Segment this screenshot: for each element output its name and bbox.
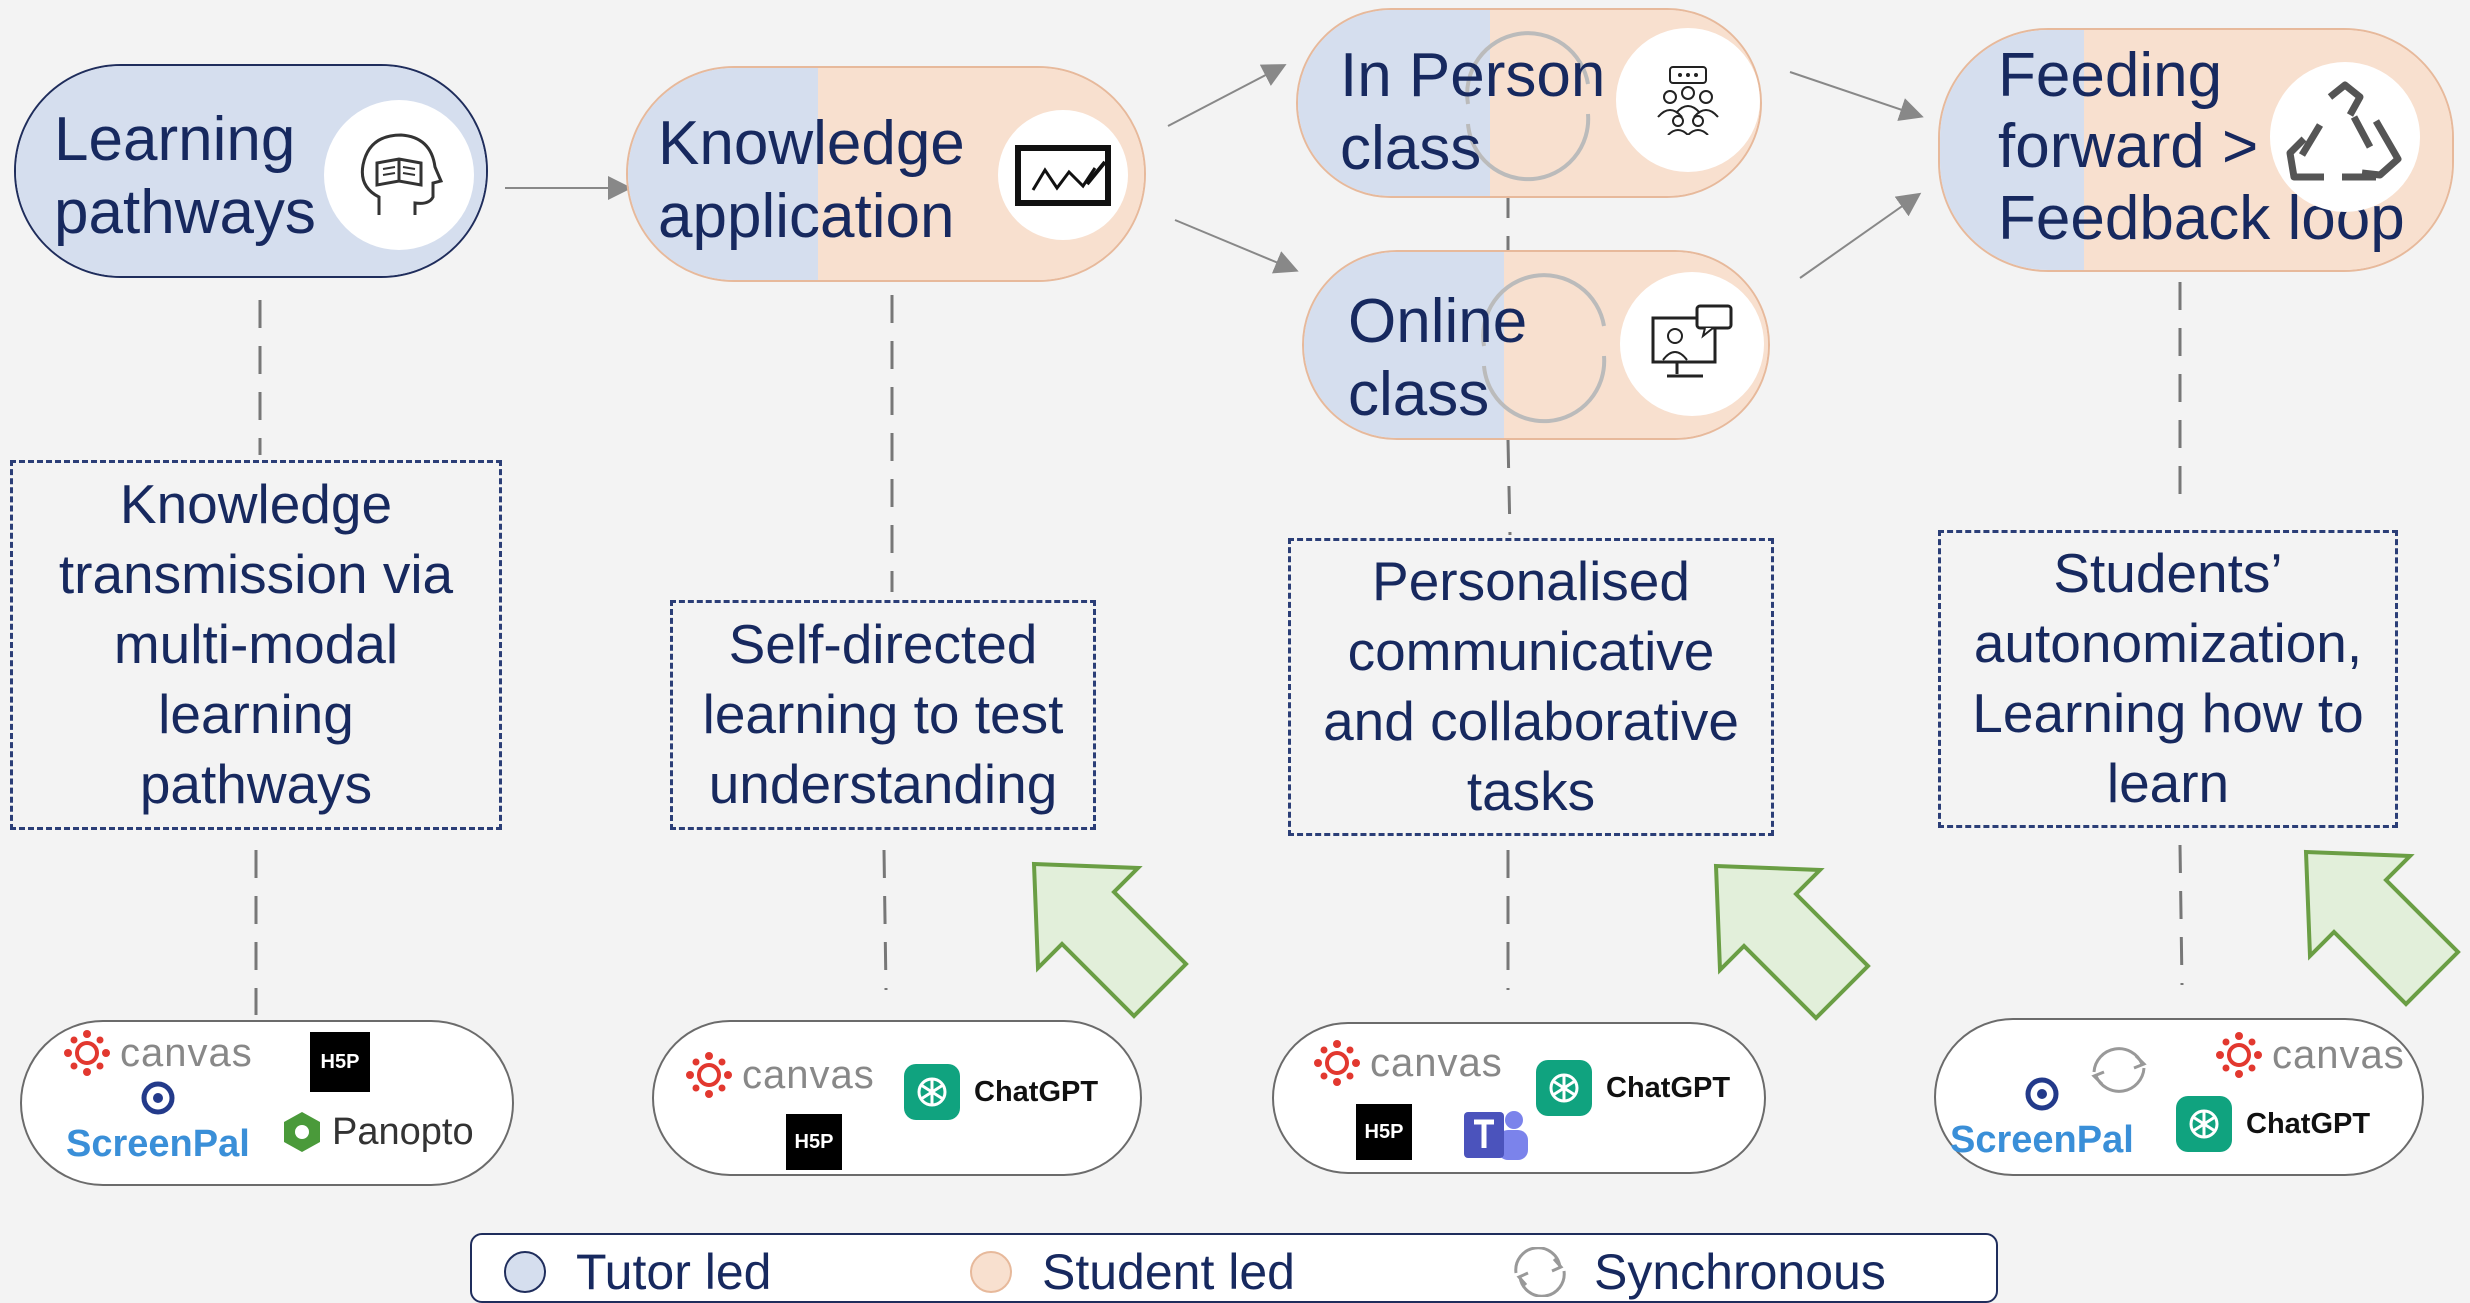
desc-line: and collaborative bbox=[1323, 690, 1739, 752]
arrow-3-5 bbox=[1789, 71, 1924, 121]
description-self-directed: Self-directed learning to test understan… bbox=[670, 600, 1096, 830]
arrow-2-4 bbox=[1174, 219, 1299, 274]
desc-line: Learning how to bbox=[1972, 682, 2364, 744]
description-students-autonomization: Students’ autonomization, Learning how t… bbox=[1938, 530, 2398, 828]
stage-knowledge-application: Knowledge application bbox=[626, 66, 1146, 282]
desc-line: learning to test bbox=[702, 683, 1064, 746]
legend-sync: Synchronous bbox=[1508, 1243, 1886, 1301]
panopto-logo: Panopto bbox=[280, 1110, 474, 1154]
chatgpt-icon bbox=[904, 1064, 960, 1120]
desc-line: Students’ bbox=[2053, 542, 2283, 605]
canvas-label: canvas bbox=[2272, 1032, 2405, 1077]
whiteboard-icon bbox=[998, 110, 1128, 240]
tools-feedback: canvas ScreenPal ChatGPT bbox=[1934, 1018, 2424, 1176]
stage-feedback-loop: Feeding forward > Feedback loop bbox=[1938, 28, 2454, 272]
stage-title-line2: application bbox=[658, 181, 955, 251]
tools-pathways: canvas H5P ScreenPal Panopto bbox=[20, 1020, 514, 1186]
canvas-icon bbox=[2216, 1032, 2262, 1078]
stage-in-person-class: In Person class bbox=[1296, 8, 1762, 198]
desc-line: Self-directed bbox=[728, 613, 1038, 676]
stage-title-line2: class bbox=[1348, 359, 1490, 429]
chatgpt-logo: ChatGPT bbox=[1536, 1060, 1730, 1116]
desc-line: pathways bbox=[139, 752, 373, 815]
screenpal-logo: ScreenPal bbox=[1950, 1070, 2134, 1162]
stage-title-line2: forward > bbox=[1998, 112, 2259, 182]
screenpal-label: ScreenPal bbox=[66, 1123, 250, 1165]
desc-line: communicative bbox=[1347, 620, 1715, 683]
sync-icon bbox=[1514, 1247, 1566, 1297]
chatgpt-icon bbox=[2176, 1096, 2232, 1152]
stage-title-line1: Learning bbox=[54, 105, 296, 174]
canvas-icon bbox=[1314, 1040, 1360, 1086]
sync-icon bbox=[1465, 31, 1591, 182]
legend-sync-label: Synchronous bbox=[1594, 1244, 1886, 1300]
student-swatch bbox=[970, 1251, 1012, 1293]
sync-icon bbox=[1481, 273, 1607, 424]
desc-line: Knowledge bbox=[119, 473, 393, 536]
screenpal-icon bbox=[2025, 1077, 2059, 1111]
chatgpt-label: ChatGPT bbox=[2246, 1107, 2371, 1140]
green-arrow-up-left bbox=[2303, 849, 2461, 1007]
panopto-label: Panopto bbox=[332, 1110, 474, 1153]
canvas-label: canvas bbox=[120, 1030, 253, 1075]
arrow-2-3 bbox=[1167, 64, 1287, 127]
canvas-label: canvas bbox=[742, 1052, 875, 1097]
tutor-swatch bbox=[504, 1251, 546, 1293]
stage-title-line1: Knowledge bbox=[658, 109, 965, 178]
stage-online-class: Online class bbox=[1302, 250, 1770, 440]
canvas-logo: canvas bbox=[686, 1052, 875, 1098]
legend: Tutor led Student led Synchronous bbox=[470, 1233, 1998, 1303]
desc-line: learn bbox=[2106, 751, 2230, 814]
screenpal-icon bbox=[141, 1081, 175, 1115]
stage-title-line2: pathways bbox=[54, 177, 316, 247]
desc-line: Personalised bbox=[1372, 550, 1690, 613]
chatgpt-logo: ChatGPT bbox=[904, 1064, 1098, 1120]
legend-student: Student led bbox=[970, 1243, 1295, 1301]
chatgpt-logo: ChatGPT bbox=[2176, 1096, 2370, 1152]
stage-title-line1: Online bbox=[1348, 287, 1528, 356]
screenpal-logo: ScreenPal bbox=[66, 1074, 250, 1166]
green-arrow-up-left bbox=[1031, 861, 1189, 1019]
arrow-4-5 bbox=[1799, 192, 1922, 279]
stage-title-line2: class bbox=[1340, 113, 1482, 183]
stage-learning-pathways: Learning pathways bbox=[14, 64, 488, 278]
group-meeting-icon bbox=[1616, 28, 1760, 172]
h5p-logo: H5P bbox=[1356, 1104, 1412, 1160]
stage-title-line1: Feeding bbox=[1998, 41, 2223, 110]
h5p-logo: H5P bbox=[786, 1114, 842, 1170]
sync-icon bbox=[2091, 1047, 2147, 1093]
recycle-icon bbox=[2270, 62, 2420, 212]
desc-line: learning bbox=[158, 682, 354, 745]
desc-line: transmission via bbox=[58, 543, 454, 606]
chatgpt-label: ChatGPT bbox=[974, 1075, 1099, 1108]
legend-tutor-label: Tutor led bbox=[576, 1244, 772, 1300]
tools-application: canvas ChatGPT H5P bbox=[652, 1020, 1142, 1176]
canvas-logo: canvas bbox=[1314, 1040, 1503, 1086]
legend-student-label: Student led bbox=[1042, 1244, 1295, 1300]
video-call-icon bbox=[1620, 272, 1764, 416]
tools-classes: canvas ChatGPT H5P bbox=[1272, 1022, 1766, 1174]
desc-line: tasks bbox=[1466, 759, 1596, 822]
stage-title-line1: In Person bbox=[1340, 41, 1606, 110]
desc-line: understanding bbox=[708, 752, 1058, 815]
teams-icon bbox=[1464, 1111, 1528, 1160]
head-book-icon bbox=[324, 100, 474, 250]
chatgpt-label: ChatGPT bbox=[1606, 1071, 1731, 1104]
h5p-logo: H5P bbox=[310, 1032, 370, 1092]
panopto-icon bbox=[284, 1112, 320, 1152]
green-arrow-up-left bbox=[1713, 863, 1871, 1021]
canvas-icon bbox=[686, 1052, 732, 1098]
description-personalised-tasks: Personalised communicative and collabora… bbox=[1288, 538, 1774, 836]
canvas-logo: canvas bbox=[2216, 1032, 2405, 1078]
canvas-logo: canvas bbox=[64, 1030, 253, 1076]
legend-tutor: Tutor led bbox=[504, 1243, 771, 1301]
canvas-icon bbox=[64, 1030, 110, 1076]
canvas-label: canvas bbox=[1370, 1040, 1503, 1085]
chatgpt-icon bbox=[1536, 1060, 1592, 1116]
description-knowledge-transmission: Knowledge transmission via multi-modal l… bbox=[10, 460, 502, 830]
screenpal-label: ScreenPal bbox=[1950, 1119, 2134, 1161]
desc-line: multi-modal bbox=[113, 613, 399, 676]
desc-line: autonomization, bbox=[1973, 612, 2363, 675]
